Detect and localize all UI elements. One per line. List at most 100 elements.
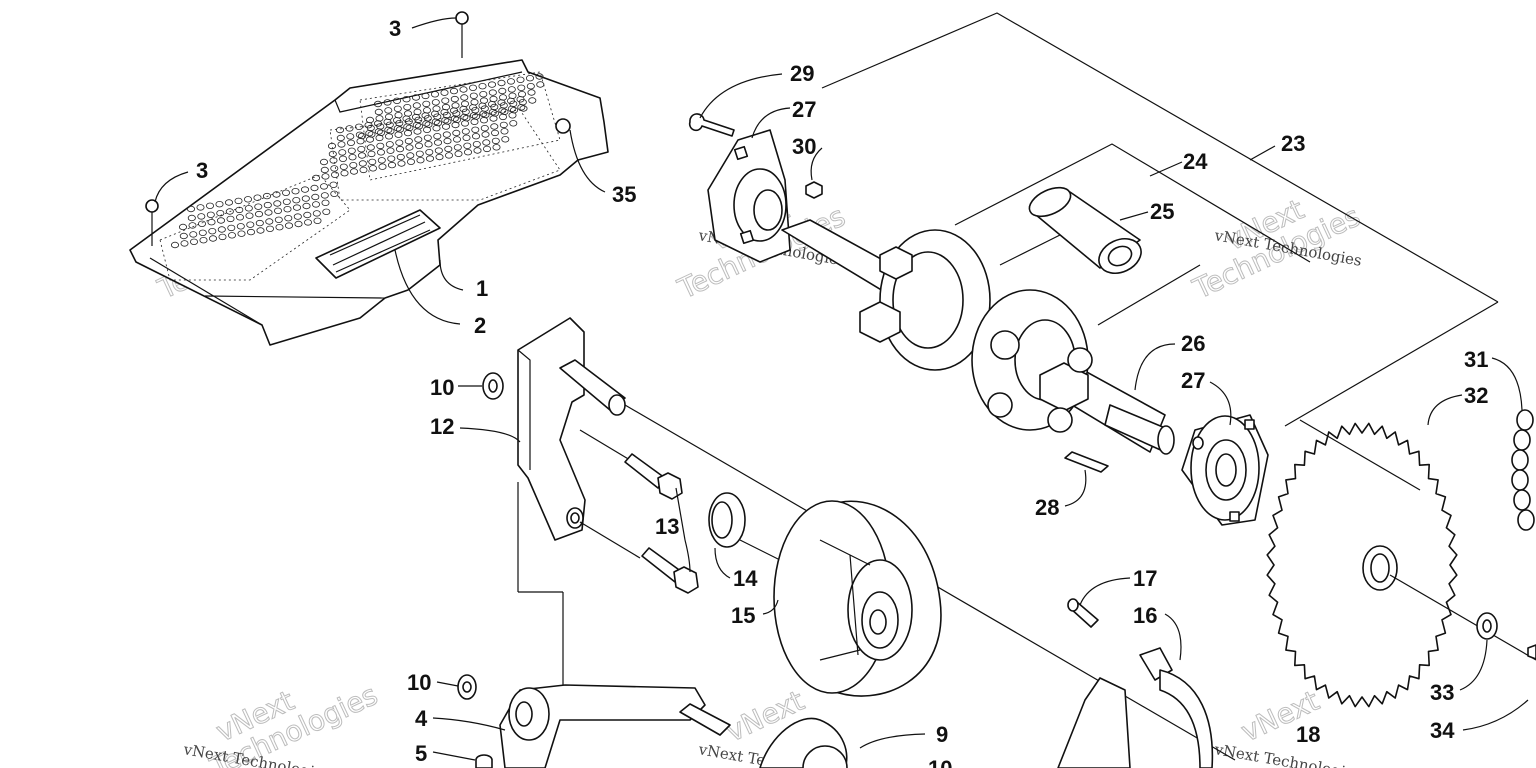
perforation-cell: [292, 196, 301, 204]
perforation-cell: [507, 105, 516, 113]
perforation-cell: [432, 124, 441, 132]
perforation-cell: [199, 236, 208, 244]
callout-16: 16: [1133, 603, 1157, 628]
perforation-cell: [188, 222, 197, 229]
perforation-cell: [422, 120, 431, 127]
perforation-cell: [291, 187, 300, 195]
perforation-cell: [384, 107, 393, 114]
perforation-cell: [346, 133, 355, 140]
callout-10: 10: [430, 375, 454, 400]
screw-left: [145, 199, 159, 246]
perforation-cell: [319, 158, 328, 166]
perforation-cell: [357, 145, 366, 153]
callout-25: 25: [1150, 199, 1174, 224]
perforation-cell: [463, 148, 472, 156]
perforation-cell: [262, 192, 271, 200]
perforation-cell: [509, 120, 518, 127]
perforation-cell: [527, 89, 536, 96]
perforation-cell: [218, 233, 227, 241]
perforation-cell: [312, 210, 321, 217]
drive-chain: [1511, 409, 1535, 531]
perforation-cell: [244, 205, 253, 212]
perforation-cell: [197, 213, 206, 220]
perforation-cell: [373, 120, 382, 127]
perforation-cell: [284, 222, 293, 229]
washer-top: [482, 372, 504, 400]
perforation-cell: [471, 132, 480, 140]
callout-27: 27: [792, 97, 816, 122]
perforation-cell: [434, 147, 443, 154]
perforation-cell: [440, 108, 449, 116]
perforation-cell: [492, 144, 501, 151]
screw-top: [455, 11, 469, 58]
callout-9: 9: [936, 722, 948, 747]
bearing-flange-right: [1181, 414, 1269, 526]
perforation-cell: [355, 131, 364, 138]
perforation-cell: [481, 131, 490, 138]
perforation-cell: [487, 81, 496, 88]
perforation-cell: [384, 133, 393, 140]
perforation-cell: [187, 214, 196, 222]
perforation-cell: [449, 87, 458, 95]
perforation-cell: [359, 166, 368, 174]
perforation-cell: [275, 223, 284, 231]
clamp-band: [1057, 647, 1214, 768]
perforation-cell: [301, 195, 310, 202]
perforation-cell: [442, 131, 451, 138]
perforation-cell: [215, 200, 224, 208]
perforation-cell: [460, 94, 469, 101]
perforation-cell: [535, 73, 544, 80]
perforation-cell: [463, 142, 472, 149]
perforation-cell: [254, 210, 263, 218]
perforation-cell: [234, 197, 243, 205]
perforation-cell: [411, 94, 420, 101]
roll-pin: [1067, 598, 1099, 628]
perforation-cell: [403, 123, 412, 130]
perforation-cell: [403, 103, 412, 111]
perforation-cell: [536, 81, 545, 88]
perforation-cell: [358, 160, 367, 167]
perforated-area: [159, 71, 561, 281]
perforation-cell: [454, 150, 463, 157]
hex-bolt-lower: [641, 547, 699, 594]
perforation-cell: [303, 211, 312, 219]
perforation-cell: [330, 190, 339, 197]
perforation-cell: [472, 140, 481, 148]
perforation-cell: [488, 89, 497, 96]
perforation-cell: [236, 223, 245, 230]
perforation-cell: [479, 116, 488, 124]
perforation-cell: [508, 112, 517, 119]
perforation-cell: [452, 136, 461, 143]
perforation-cell: [498, 113, 507, 121]
perforation-cell: [479, 90, 488, 98]
perforation-cell: [198, 229, 207, 236]
perforation-cell: [498, 87, 507, 95]
shaft-assembly-outline: [821, 12, 1499, 427]
perforation-cell: [497, 79, 506, 87]
perforation-cell: [281, 189, 290, 196]
perforation-cell: [237, 230, 246, 237]
callout-33: 33: [1430, 680, 1454, 705]
perforation-cell: [385, 141, 394, 148]
perforation-cell: [415, 150, 424, 157]
perforation-cell: [263, 201, 272, 209]
perforation-cell: [189, 231, 198, 238]
perforation-cell: [470, 118, 479, 125]
perforation-cell: [441, 116, 450, 124]
leader-lines: [154, 17, 1529, 761]
perforation-cell: [178, 223, 187, 231]
sprocket-washer: [1389, 574, 1536, 661]
perforation-cell: [235, 206, 244, 214]
perforation-cell: [321, 199, 330, 206]
perforation-cell: [450, 95, 459, 103]
perforation-cell: [180, 240, 189, 247]
callout-3: 3: [389, 16, 401, 41]
perforation-cell: [498, 107, 507, 114]
perforation-cell: [491, 137, 500, 145]
perforation-cell: [526, 74, 535, 82]
perforation-cell: [459, 105, 468, 113]
perforation-cell: [431, 99, 440, 106]
perforation-cell: [245, 212, 254, 219]
perforation-cell: [356, 137, 365, 145]
